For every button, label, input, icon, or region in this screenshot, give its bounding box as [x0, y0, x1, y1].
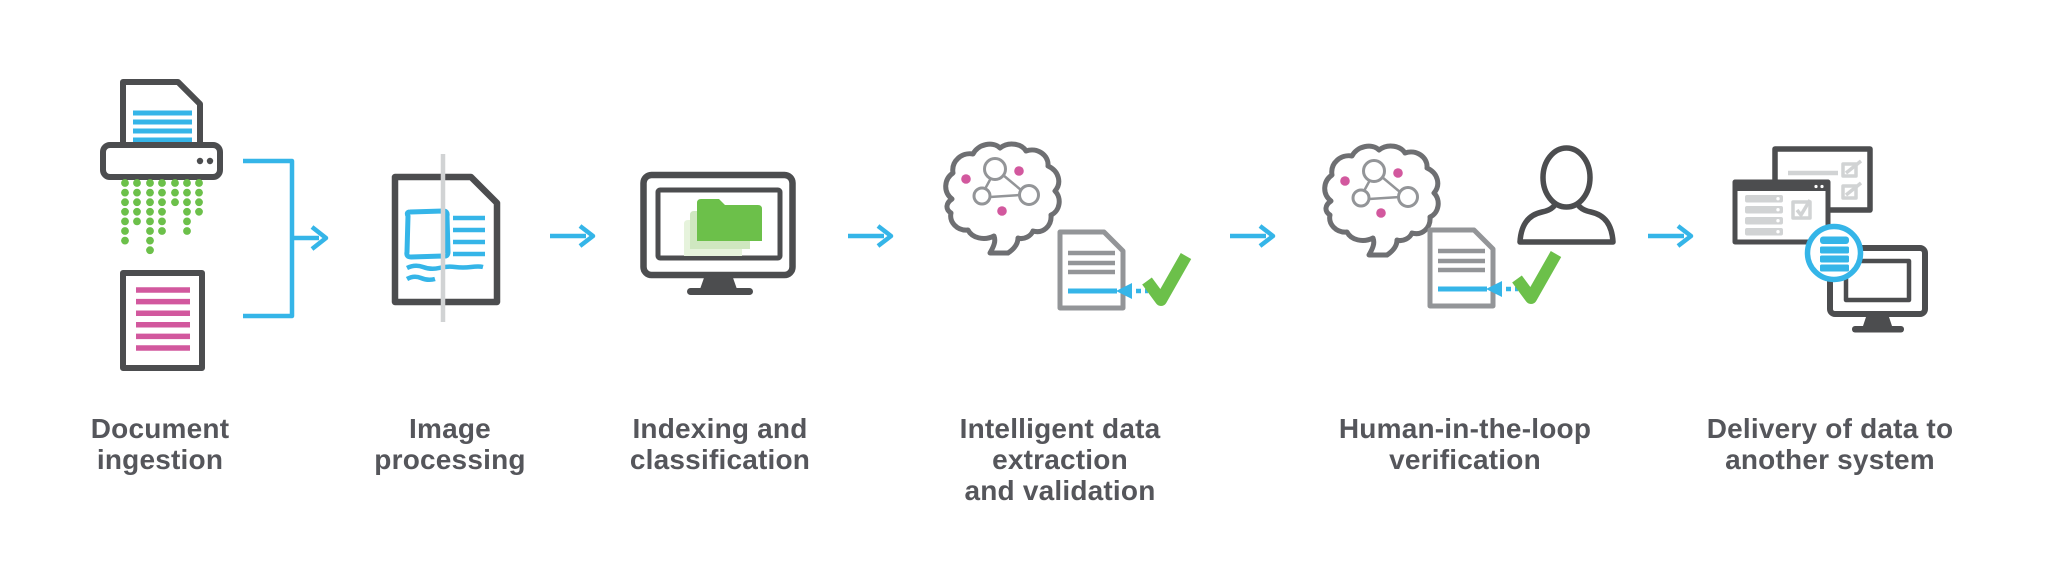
document-icon	[120, 79, 203, 152]
stage-label-image-processing: Image processing	[240, 413, 660, 475]
flow-arrow-icon	[1230, 224, 1276, 248]
stage-icon-document-ingestion	[100, 79, 329, 371]
label-line: classification	[629, 444, 811, 475]
label-line: another system	[1725, 444, 1935, 475]
flow-arrow-icon	[550, 224, 596, 248]
stage-label-document-ingestion: Document ingestion	[0, 413, 370, 475]
stage-label-human-verification: Human-in-the-loop verification	[1255, 413, 1675, 475]
document-text-lines	[136, 287, 190, 351]
scanner-icon	[100, 142, 223, 180]
label-line: Delivery of data to	[1706, 413, 1954, 444]
flow-arrow-icon	[292, 225, 329, 251]
stage-icon-human-verification	[1310, 140, 1616, 315]
flow-arrow-icon	[1648, 224, 1694, 248]
stage-label-delivery: Delivery of data to another system	[1620, 413, 2040, 475]
person-icon	[1517, 145, 1616, 245]
stage-label-intelligent-extraction: Intelligent data extraction and validati…	[850, 413, 1270, 506]
label-line: Intelligent data	[959, 413, 1161, 444]
label-line: Human-in-the-loop	[1338, 413, 1592, 444]
label-line: ingestion	[96, 444, 224, 475]
checkbox-check-icon	[1791, 199, 1812, 220]
stage-icon-image-processing	[391, 154, 501, 322]
folder-stack-icon	[684, 199, 762, 256]
stage-icon-intelligent-extraction	[930, 140, 1200, 315]
shredded-dots-icon	[121, 179, 203, 255]
form-rows	[1745, 195, 1783, 236]
label-line: and validation	[964, 475, 1156, 506]
database-icon	[1804, 223, 1864, 283]
label-line: Document	[90, 413, 230, 444]
stage-label-indexing-classification: Indexing and classification	[510, 413, 930, 475]
checkbox-pen-icon	[1841, 181, 1863, 200]
label-line: Image	[409, 413, 491, 444]
label-line: verification	[1389, 444, 1541, 475]
label-line: extraction	[992, 444, 1128, 475]
label-line: processing	[374, 444, 526, 475]
stage-icon-indexing-classification	[640, 171, 796, 295]
label-line: Indexing and	[632, 413, 808, 444]
flow-arrow-icon	[848, 224, 894, 248]
checkbox-pen-icon	[1841, 159, 1863, 178]
stage-icon-delivery	[1732, 146, 1928, 333]
text-document-icon	[120, 270, 205, 371]
form-window-icon	[1732, 179, 1831, 245]
merge-bracket-icon	[243, 158, 295, 319]
